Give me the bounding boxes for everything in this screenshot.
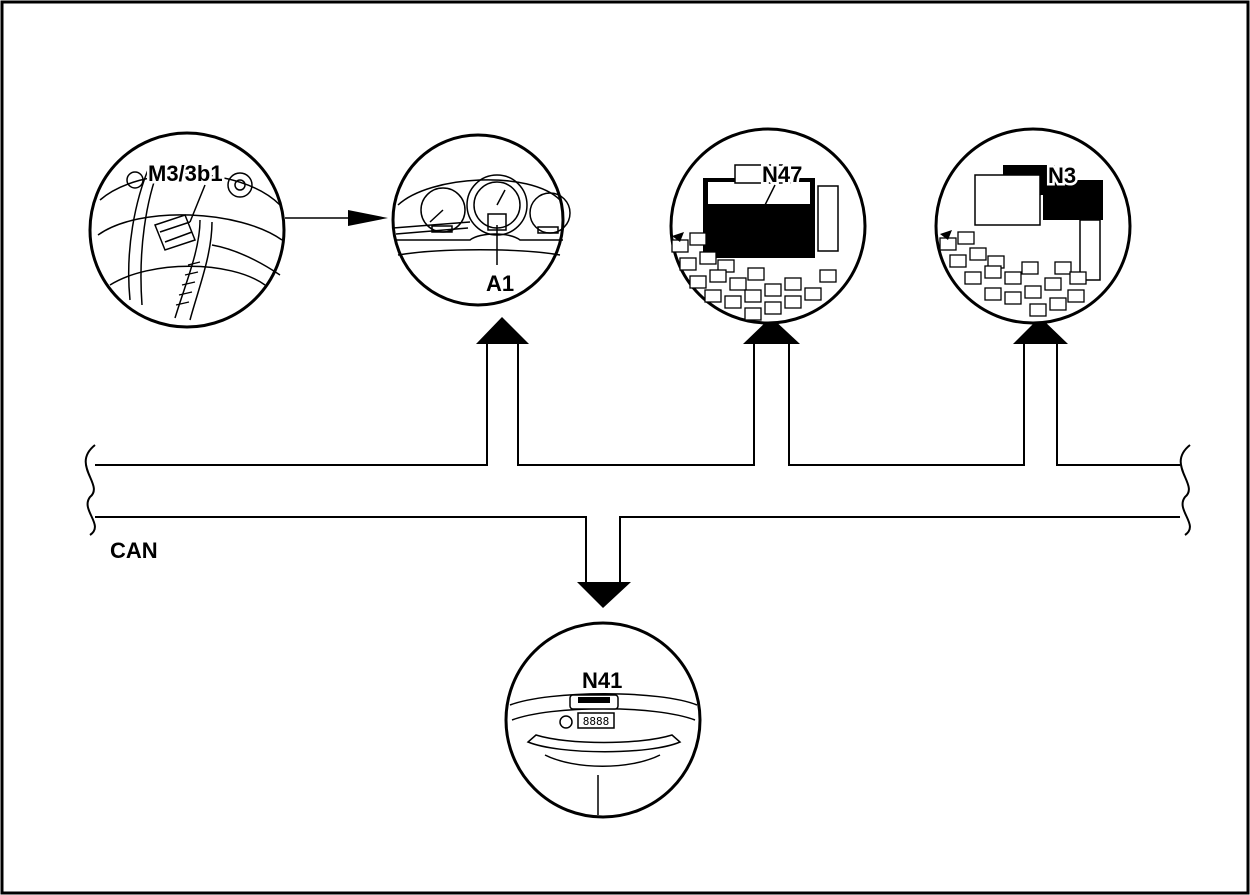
can-bus [84,317,1191,608]
m3-3b1-label: M3/3b1 [148,161,223,186]
n47-component [669,127,867,325]
n41-display [577,712,615,729]
m3-3b1-component [88,131,286,329]
arrow-to-n47 [743,317,800,344]
n3-label: N3 [1048,163,1076,188]
n41-component: 8888 [504,621,702,819]
n41-label: N41 [582,668,622,693]
arrow-to-n3 [1013,317,1068,344]
a1-label: A1 [486,271,514,296]
n41-display-text: 8888 [583,715,610,728]
connector-arrowhead [348,210,388,226]
can-label: CAN [110,538,158,563]
a1-component [391,133,571,307]
arrow-to-a1 [476,317,529,344]
n47-label: N47 [762,162,802,187]
n3-component [934,127,1132,325]
n41-button-icon [559,715,573,729]
arrow-to-n41 [577,582,631,608]
